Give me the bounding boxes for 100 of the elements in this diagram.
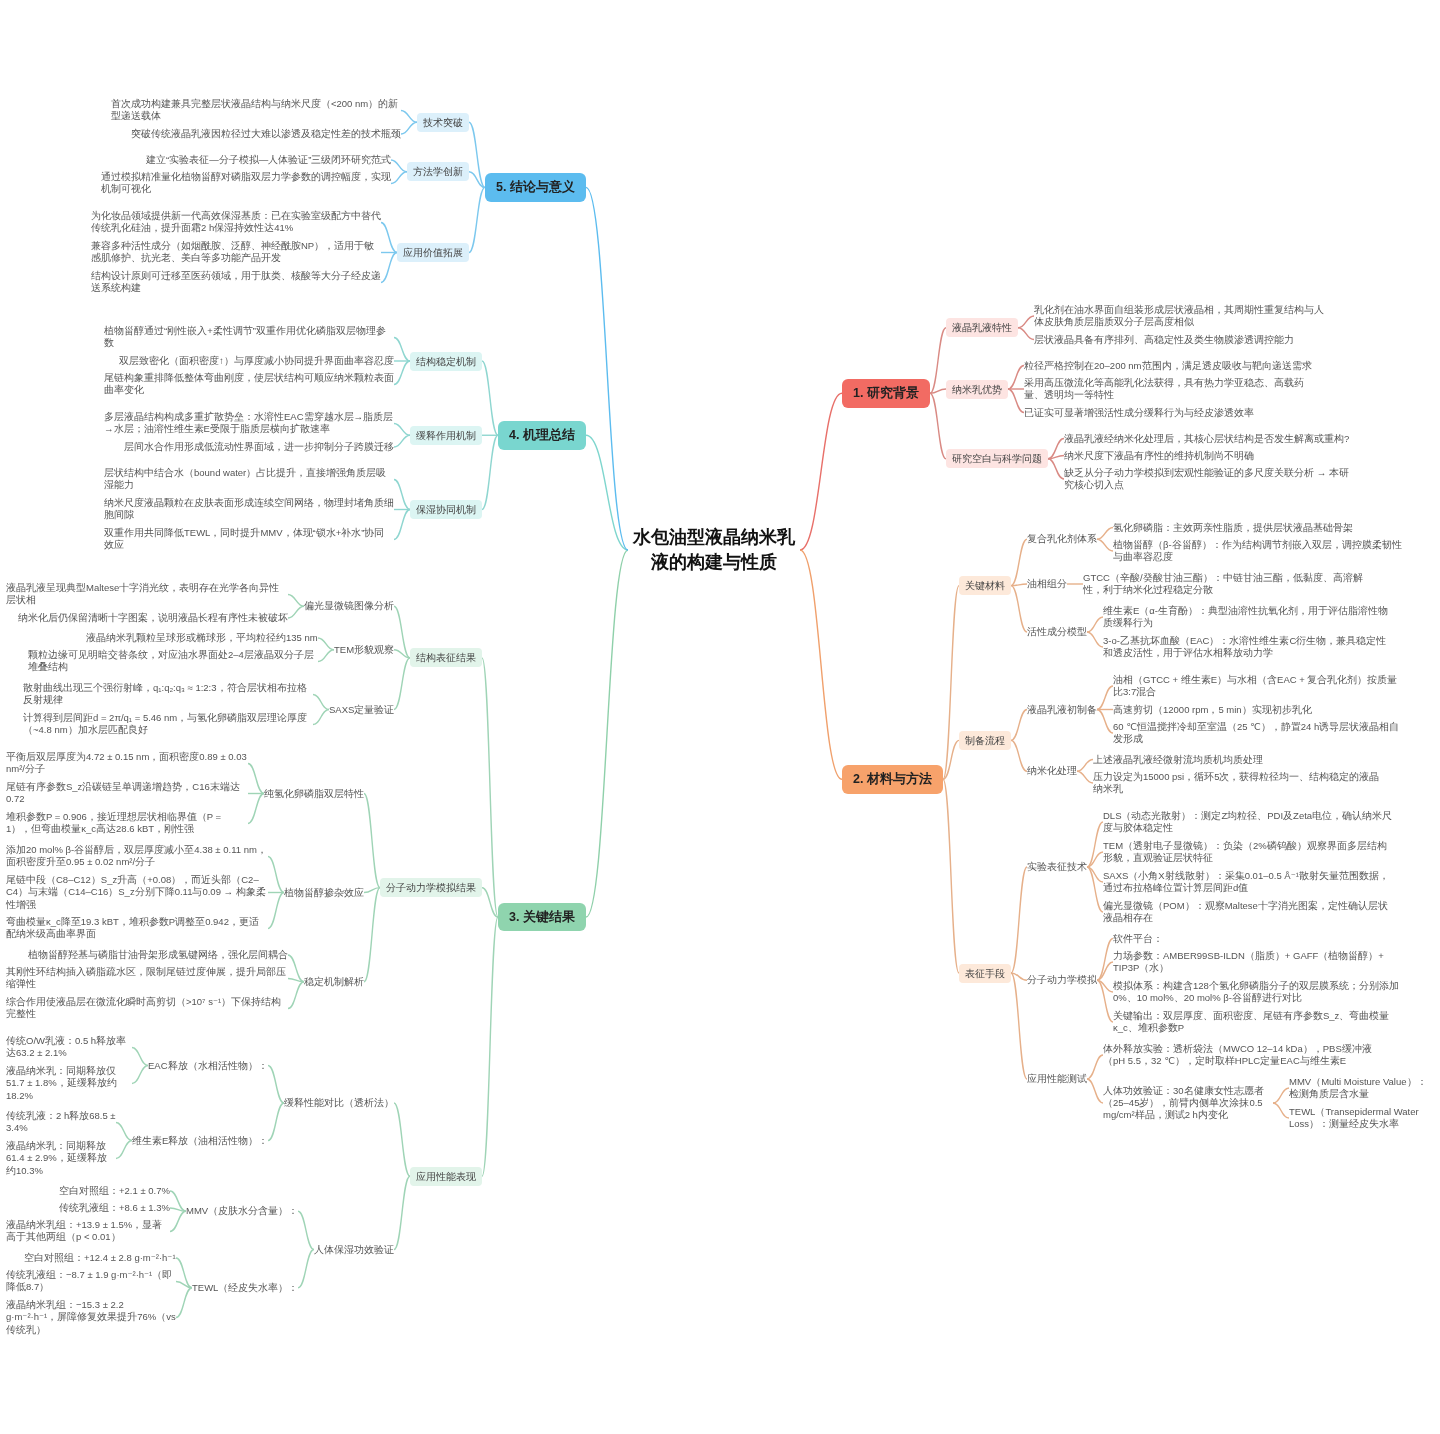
- topic-text: 添加20 mol% β-谷甾醇后，双层厚度减小至4.38 ± 0.11 nm，面积密度升至0.95 ± 0.02 nm²/分子: [6, 844, 268, 869]
- connector-line: [1047, 437, 1065, 460]
- topic-text: 传统乳液组：−8.7 ± 1.9 g·m⁻²·h⁻¹（即降低8.7）: [6, 1269, 176, 1294]
- topic-text: 空白对照组：+12.4 ± 2.8 g·m⁻²·h⁻¹: [24, 1252, 176, 1265]
- main-topic-box: 2. 材料与方法: [842, 765, 943, 794]
- topic-text: 液晶乳液经纳米化处理后，其核心层状结构是否发生解离或重构?: [1064, 432, 1350, 445]
- topic-text: 3-o-乙基抗坏血酸（EAC）：水溶性维生素C衍生物，兼具稳定性和透皮活性，用于评估水相释放动力学: [1103, 634, 1393, 660]
- connector-line: [169, 1207, 187, 1212]
- connector-line: [1086, 616, 1104, 633]
- connector-line: [585, 186, 629, 551]
- connector-line: [390, 159, 408, 173]
- connector-line: [1086, 1054, 1104, 1080]
- connector-line: [312, 708, 330, 726]
- subtopic-box: 研究空白与科学问题: [946, 449, 1048, 469]
- topic-text: 通过模拟精准量化植物甾醇对磷脂双层力学参数的调控幅度，实现机制可视化: [101, 171, 391, 196]
- topic-text: 液晶乳液初制备: [1027, 703, 1097, 716]
- topic-text: 植物甾醇通过“刚性嵌入+柔性调节”双重作用优化磷脂双层物理参数: [104, 325, 394, 350]
- connector-line: [942, 584, 960, 780]
- topic-text: 模拟体系：构建含128个氢化卵磷脂分子的双层膜系统；分别添加0%、10 mol%、20 mol% β-谷甾醇进行对比: [1113, 979, 1403, 1005]
- topic-text: 乳化剂在油水界面自组装形成层状液晶相，其周期性重复结构与人体皮肤角质层脂质双分子层高度相似: [1034, 303, 1324, 329]
- topic-text: 层状液晶具备有序排列、高稳定性及类生物膜渗透调控能力: [1034, 333, 1294, 346]
- subtopic-box: 结构稳定机制: [410, 351, 482, 371]
- topic-text: 人体保湿功效验证: [314, 1243, 394, 1256]
- connector-line: [468, 171, 486, 189]
- topic-text: 平衡后双层厚度为4.72 ± 0.15 nm，面积密度0.89 ± 0.03 nm²/分子: [6, 751, 248, 776]
- connector-line: [247, 792, 265, 825]
- connector-line: [393, 1175, 411, 1251]
- subtopic-box: 应用价值拓展: [397, 243, 469, 262]
- connector-line: [393, 434, 411, 448]
- topic-text: 活性成分模型: [1027, 626, 1087, 639]
- connector-line: [247, 792, 265, 795]
- topic-text: 尾链有序参数S_z沿碳链呈单调递增趋势，C16末端达0.72: [6, 781, 248, 806]
- connector-line: [1086, 1078, 1104, 1104]
- subtopic-box: 结构表征结果: [410, 648, 482, 668]
- topic-text: 堆积参数P = 0.906，接近理想层状相临界值（P = 1），但弯曲模量κ_c高达28.6 kBT，刚性强: [6, 811, 248, 836]
- subtopic-box: 关键材料: [959, 576, 1011, 596]
- connector-line: [799, 392, 843, 551]
- topic-text: 尾链构象重排降低整体弯曲刚度，使层状结构可顺应纳米颗粒表面曲率变化: [104, 372, 394, 397]
- topic-text: 纯氢化卵磷脂双层特性: [264, 787, 364, 800]
- connector-line: [115, 1121, 133, 1142]
- connector-line: [1076, 770, 1094, 784]
- connector-line: [169, 1210, 187, 1233]
- connector-line: [297, 1210, 315, 1251]
- topic-text: 关键输出：双层厚度、面积密度、尾链有序参数S_z、弯曲模量κ_c、堆积参数P: [1113, 1009, 1403, 1035]
- connector-line: [481, 360, 499, 436]
- topic-text: 植物甾醇掺杂效应: [284, 886, 364, 899]
- topic-text: 氢化卵磷脂：主效两亲性脂质，提供层状液晶基础骨架: [1113, 521, 1353, 534]
- connector-line: [393, 605, 411, 659]
- connector-line: [393, 657, 411, 711]
- topic-text: 建立“实验表征—分子模拟—人体验证”三级闭环研究范式: [146, 154, 392, 167]
- connector-line: [393, 360, 411, 386]
- topic-text: 纳米化处理: [1027, 765, 1077, 778]
- topic-text: 压力设定为15000 psi，循环5次，获得粒径均一、结构稳定的液晶纳米乳: [1093, 770, 1383, 796]
- subtopic-box: 纳米乳优势: [946, 379, 1008, 399]
- connector-line: [1086, 821, 1104, 868]
- connector-line: [297, 1248, 315, 1289]
- connector-line: [1010, 538, 1028, 587]
- connector-line: [1010, 972, 1028, 1080]
- topic-text: 实验表征技术: [1027, 861, 1087, 874]
- connector-line: [1272, 1102, 1290, 1119]
- topic-text: 缺乏从分子动力学模拟到宏观性能验证的多尺度关联分析 → 本研究核心切入点: [1064, 466, 1354, 492]
- topic-text: 植物甾醇（β-谷甾醇）：作为结构调节剂嵌入双层，调控膜柔韧性与曲率容忍度: [1113, 538, 1403, 564]
- connector-line: [393, 508, 411, 541]
- connector-line: [1086, 631, 1104, 648]
- connector-line: [942, 778, 960, 974]
- connector-line: [1086, 851, 1104, 868]
- topic-text: 缓释性能对比（透析法）: [284, 1097, 394, 1110]
- connector-line: [1010, 739, 1028, 772]
- connector-line: [1010, 708, 1028, 742]
- topic-text: 双重作用共同降低TEWL，同时提升MMV，体现“锁水+补水”协同效应: [104, 527, 394, 552]
- topic-text: 层间水合作用形成低流动性界面域，进一步抑制分子跨膜迁移: [124, 441, 394, 454]
- connector-line: [393, 336, 411, 362]
- connector-line: [393, 478, 411, 511]
- topic-text: 已证实可显著增强活性成分缓释行为与经皮渗透效率: [1024, 406, 1254, 419]
- topic-text: DLS（动态光散射）：测定Z均粒径、PDI及Zeta电位，确认纳米尺度与胶体稳定性: [1103, 809, 1393, 835]
- subtopic-box: 液晶乳液特性: [946, 318, 1018, 338]
- topic-text: 采用高压微流化等高能乳化法获得，具有热力学亚稳态、高载药量、透明均一等特性: [1024, 376, 1314, 402]
- connector-line: [115, 1139, 133, 1160]
- connector-line: [942, 739, 960, 780]
- connector-line: [1047, 458, 1065, 480]
- topic-text: 其刚性环结构插入磷脂疏水区，限制尾链过度伸展，提升局部压缩弹性: [6, 966, 288, 991]
- topic-text: 软件平台：: [1113, 932, 1163, 945]
- main-topic-box: 5. 结论与意义: [485, 173, 586, 202]
- topic-text: MMV（皮肤水分含量）：: [186, 1205, 299, 1218]
- connector-line: [175, 1280, 193, 1289]
- topic-text: 维生素E（α-生育酚）：典型油溶性抗氧化剂，用于评估脂溶性物质缓释行为: [1103, 604, 1393, 630]
- connector-line: [481, 886, 499, 918]
- topic-text: 上述液晶乳液经微射流均质机均质处理: [1093, 753, 1263, 766]
- topic-text: SAXS（小角X射线散射）：采集0.01–0.5 Å⁻¹散射矢量范围数据，通过布拉格峰位置计算层间距d值: [1103, 869, 1393, 895]
- topic-text: 纳米化后仍保留清晰十字图案，说明液晶长程有序性未被破坏: [18, 612, 288, 625]
- topic-text: 液晶纳米乳组：+13.9 ± 1.5%，显著高于其他两组（p < 0.01）: [6, 1219, 170, 1244]
- topic-text: 空白对照组：+2.1 ± 0.7%: [59, 1185, 170, 1198]
- connector-line: [287, 605, 305, 619]
- topic-text: 应用性能测试: [1027, 1073, 1087, 1086]
- connector-line: [1017, 315, 1035, 329]
- connector-line: [1010, 866, 1028, 974]
- topic-text: 体外释放实验：透析袋法（MWCO 12–14 kDa），PBS缓冲液（pH 5.5，32 ℃），定时取样HPLC定量EAC与维生素E: [1103, 1042, 1393, 1068]
- topic-text: 分子动力学模拟: [1027, 974, 1097, 987]
- topic-text: 维生素E释放（油相活性物）：: [132, 1134, 269, 1147]
- connector-line: [287, 981, 305, 1010]
